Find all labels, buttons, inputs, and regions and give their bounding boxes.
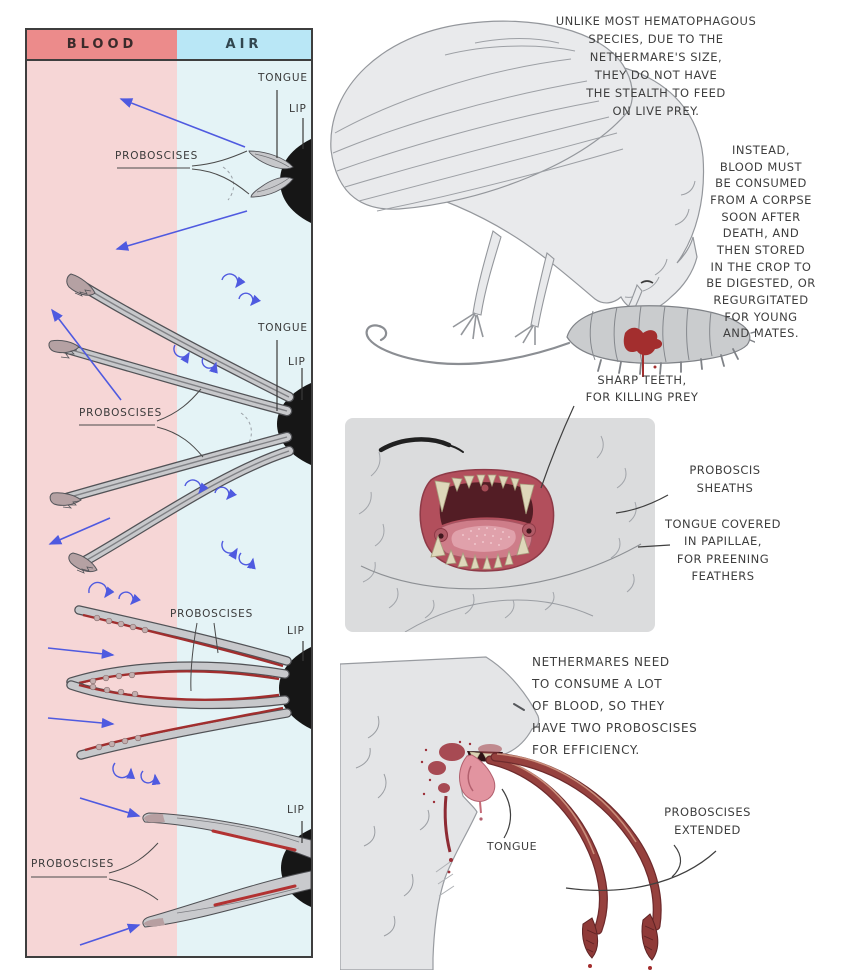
feeding-scene-illustration	[330, 20, 755, 377]
stage-3-proboscises-lapping	[47, 581, 311, 786]
head-fluff-strokes	[355, 715, 430, 937]
panel-body: TONGUE LIP PROBOSCISES TONGUE LIP PROBOS…	[27, 61, 311, 956]
stage1-proboscises-label: PROBOSCISES	[115, 150, 199, 162]
blood-column-header: BLOOD	[27, 30, 177, 59]
serrated-tips	[48, 273, 98, 574]
blood-inside-upper	[211, 829, 297, 852]
airflow-arrow-up	[119, 98, 246, 148]
tongue	[459, 754, 496, 802]
sharp-teeth-label: SHARP TEETH, FOR KILLING PREY	[585, 373, 699, 405]
wing-feather-lines	[332, 38, 624, 212]
jaw-outline	[360, 543, 642, 590]
blood-air-diagram-panel: BLOOD AIR	[25, 28, 313, 958]
tip-motion-curl-arrows	[173, 273, 261, 570]
corpse-segments	[589, 305, 713, 364]
cheek-outline	[404, 599, 594, 632]
rotation-guide-dashed-arc	[222, 166, 235, 201]
mouth-opening	[277, 383, 311, 465]
streak	[176, 817, 300, 843]
stage3-lip-label: LIP	[287, 625, 305, 637]
extended-proboscis-right	[490, 752, 662, 970]
proboscises-label-brace	[31, 842, 159, 901]
proboscises-label-brace	[117, 150, 250, 195]
corpse-legs	[597, 331, 755, 375]
panel-header: BLOOD AIR	[27, 30, 311, 61]
stage4-proboscises-label: PROBOSCISES	[31, 858, 115, 870]
nostril	[513, 703, 525, 711]
stage1-tongue-label: TONGUE	[258, 72, 308, 84]
blood-region	[27, 61, 177, 956]
stage-1-proboscises-retracted	[115, 90, 311, 251]
proboscis-sheaths-label: PROBOSCIS SHEATHS	[689, 463, 761, 495]
tongue-shading	[467, 765, 474, 792]
proboscises-label-brace	[79, 388, 204, 458]
proboscises-extended-scene	[340, 656, 662, 970]
papillae-bumps	[89, 614, 149, 751]
air-region	[177, 61, 311, 956]
motion-arrow-down	[48, 517, 111, 545]
creature-head-profile	[340, 656, 540, 970]
stage2-lip-label: LIP	[288, 356, 306, 368]
proboscis-stages-drawing	[31, 90, 311, 946]
blood-flow-arrow-upper	[47, 647, 115, 659]
suction-arrow-upper	[79, 797, 141, 818]
blood-smears	[420, 740, 502, 874]
tongue-drip	[479, 801, 482, 814]
proboscis-streaks	[254, 153, 290, 193]
uvula	[481, 484, 489, 492]
motion-arrow-up	[51, 308, 122, 401]
air-column-header: AIR	[177, 30, 311, 59]
tip-motion-curl-arrows	[88, 581, 161, 786]
open-mouth	[419, 468, 555, 572]
closed-eye	[640, 280, 654, 284]
teeth	[430, 474, 535, 570]
corpse-body	[566, 305, 751, 364]
creature-wing	[330, 20, 633, 210]
closed-eye	[378, 437, 452, 453]
streak	[176, 887, 300, 914]
caption-stealth: UNLIKE MOST HEMATOPHAGOUS SPECIES, DUE T…	[555, 14, 757, 119]
mouth-closeup-panel	[345, 418, 655, 632]
proboscis-closed-lower	[142, 870, 311, 928]
proboscis-arms	[66, 605, 292, 760]
tip-dusty-upper	[144, 813, 165, 823]
proboscises-label-ticks	[190, 622, 219, 692]
proboscis-arms	[55, 279, 295, 567]
caption-corpse-feeding: INSTEAD, BLOOD MUST BE CONSUMED FROM A C…	[706, 143, 816, 341]
tongue-label: TONGUE	[486, 840, 538, 853]
blood-splash	[623, 327, 663, 377]
closed-eye-tip	[444, 443, 464, 453]
oral-cavity	[439, 482, 534, 525]
proboscises-extended-label: PROBOSCISES EXTENDED	[664, 805, 751, 838]
airflow-arrow-down	[115, 210, 248, 251]
suction-arrow-lower	[79, 923, 141, 946]
stage2-tongue-label: TONGUE	[258, 322, 308, 334]
neck-hatching	[435, 861, 455, 897]
tongue-papillae-dots	[462, 527, 510, 546]
mouth-opening	[280, 139, 311, 223]
tip-dusty-lower	[144, 918, 165, 927]
stage-4-proboscises-suction	[31, 797, 311, 946]
blood-flow-arrow-lower	[47, 717, 115, 729]
prey-corpse	[365, 305, 755, 377]
corpse-tail	[365, 324, 571, 366]
tongue-drip-dot	[479, 817, 483, 821]
stage1-lip-label: LIP	[289, 103, 307, 115]
blood-inside-lower	[213, 884, 297, 907]
extended-proboscis-left	[485, 755, 608, 968]
stage-2-proboscises-spread	[48, 273, 311, 574]
stage4-lip-label: LIP	[287, 804, 305, 816]
stage3-proboscises-label: PROBOSCISES	[170, 608, 254, 620]
caption-two-proboscises: NETHERMARES NEED TO CONSUME A LOT OF BLO…	[532, 655, 698, 757]
tongue-papillae-label: TONGUE COVERED IN PAPILLAE, FOR PREENING…	[664, 517, 782, 583]
tongue-highlight	[451, 525, 516, 552]
stage2-proboscises-label: PROBOSCISES	[79, 407, 163, 419]
